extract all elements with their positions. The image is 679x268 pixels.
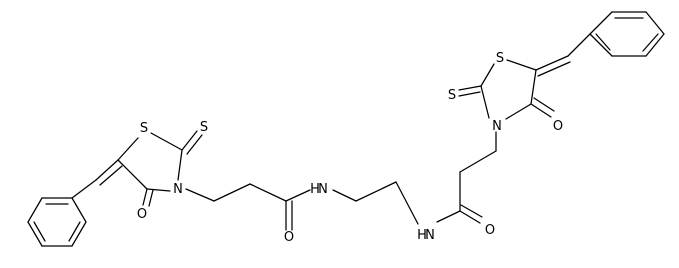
bond bbox=[533, 97, 555, 112]
bond bbox=[33, 221, 46, 242]
bond bbox=[458, 85, 482, 91]
atom-label-hydrogen: H bbox=[310, 182, 320, 197]
atom-label-hydrogen: H bbox=[417, 228, 427, 243]
bond bbox=[150, 132, 183, 151]
bond bbox=[645, 11, 665, 35]
bond bbox=[535, 55, 569, 71]
bond bbox=[505, 103, 532, 120]
atom-label-oxygen: O bbox=[284, 230, 294, 245]
bond bbox=[27, 197, 43, 223]
bond bbox=[459, 150, 497, 173]
bond bbox=[68, 221, 81, 242]
atom-label-sulfur: S bbox=[448, 88, 456, 103]
bond bbox=[460, 204, 483, 218]
atom-label-sulfur: S bbox=[140, 121, 148, 136]
bond bbox=[27, 221, 43, 247]
bond bbox=[642, 33, 659, 52]
bond bbox=[567, 33, 591, 57]
bond bbox=[480, 85, 490, 119]
bond bbox=[459, 210, 481, 224]
atom-label-oxygen: O bbox=[553, 119, 563, 134]
bond bbox=[589, 33, 613, 57]
bond bbox=[181, 130, 198, 151]
bond bbox=[95, 159, 119, 181]
bond bbox=[285, 189, 311, 202]
bond bbox=[249, 183, 287, 202]
bond bbox=[458, 91, 481, 97]
bond bbox=[117, 159, 148, 190]
bond bbox=[148, 189, 154, 207]
bond bbox=[332, 189, 357, 202]
atom-label-oxygen: O bbox=[485, 223, 495, 238]
bonds bbox=[27, 11, 665, 247]
bond bbox=[213, 183, 251, 202]
bond bbox=[589, 11, 613, 35]
atom-label-sulfur: S bbox=[200, 120, 208, 135]
bond bbox=[177, 149, 183, 181]
atom-label-nitrogen: N bbox=[173, 182, 183, 197]
bond bbox=[146, 188, 171, 192]
bond bbox=[645, 33, 665, 57]
bond bbox=[185, 188, 215, 202]
bond bbox=[71, 221, 87, 247]
atom-label-nitrogen: N bbox=[492, 119, 502, 134]
bond bbox=[117, 137, 139, 161]
bond bbox=[530, 103, 552, 118]
atom-label-nitrogen: N bbox=[425, 228, 435, 243]
bond bbox=[71, 197, 87, 223]
bond bbox=[99, 165, 123, 186]
bond bbox=[480, 63, 495, 87]
atom-label-nitrogen: N bbox=[318, 182, 328, 197]
bond bbox=[71, 179, 97, 199]
atom-labels: S S N O O N H N H O N S S O bbox=[137, 51, 563, 245]
bond bbox=[395, 181, 419, 225]
bond bbox=[355, 181, 397, 202]
bond bbox=[530, 69, 537, 105]
bond bbox=[186, 134, 203, 155]
atom-label-sulfur: S bbox=[496, 51, 504, 66]
atom-label-oxygen: O bbox=[137, 207, 147, 222]
bond bbox=[595, 33, 611, 51]
bond bbox=[506, 59, 537, 71]
bond bbox=[142, 188, 148, 206]
bond bbox=[537, 61, 571, 77]
bond bbox=[436, 210, 461, 223]
